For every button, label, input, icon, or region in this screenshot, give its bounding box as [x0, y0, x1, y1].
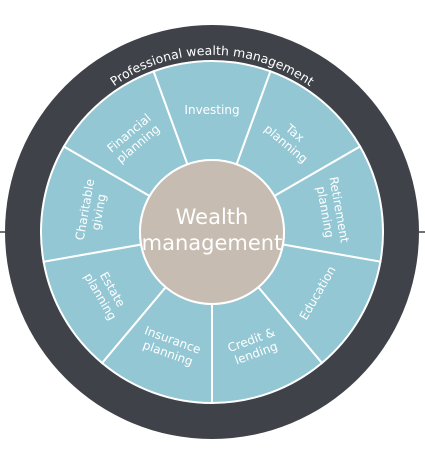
center-hub — [139, 159, 285, 305]
service-segments: InvestingTaxplanningRetirementplanningEd… — [40, 60, 384, 405]
segment-label-investing: Investing — [184, 103, 239, 117]
segment-label-line: Investing — [184, 103, 239, 117]
segment-label-line: giving — [89, 193, 109, 231]
center-label-line2: management — [142, 231, 283, 255]
center-label-line1: Wealth — [176, 205, 249, 229]
